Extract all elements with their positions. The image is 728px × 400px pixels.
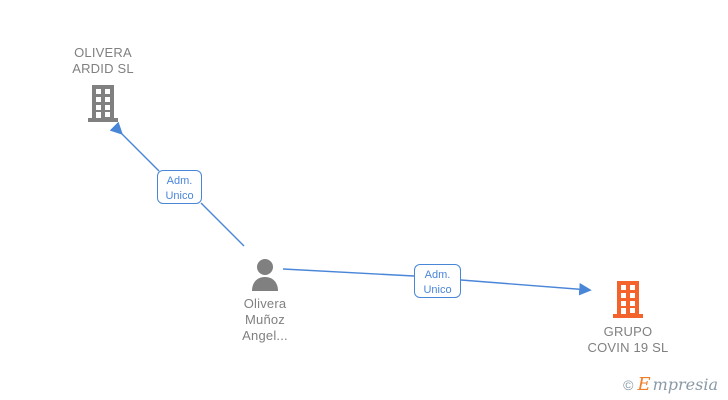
- edge-label-adm-unico-olivera-ardid[interactable]: Adm. Unico: [157, 170, 202, 204]
- person-icon: [252, 259, 278, 291]
- node-olivera-ardid-sl[interactable]: OLIVERA ARDID SL: [23, 45, 183, 123]
- empresia-watermark: © E mpresia: [623, 376, 718, 394]
- node-label-olivera-munoz-angel: Olivera Muñoz Angel...: [242, 296, 288, 343]
- node-grupo-covin-19-sl[interactable]: GRUPO COVIN 19 SL: [548, 279, 708, 356]
- edge-line-person-to-olivera-ardid-upper: [109, 121, 160, 172]
- copyright-icon: ©: [623, 377, 634, 393]
- node-label-olivera-ardid-sl: OLIVERA ARDID SL: [72, 45, 134, 76]
- brand-initial: E: [637, 374, 651, 395]
- building-icon: [88, 85, 118, 122]
- edge-label-adm-unico-grupo-covin[interactable]: Adm. Unico: [414, 264, 461, 298]
- building-icon: [613, 281, 643, 318]
- brand-name: mpresia: [652, 375, 718, 394]
- edge-line-person-to-olivera-ardid-lower: [200, 202, 245, 247]
- node-olivera-munoz-angel[interactable]: Olivera Muñoz Angel...: [185, 258, 345, 344]
- node-label-grupo-covin-19-sl: GRUPO COVIN 19 SL: [587, 324, 669, 355]
